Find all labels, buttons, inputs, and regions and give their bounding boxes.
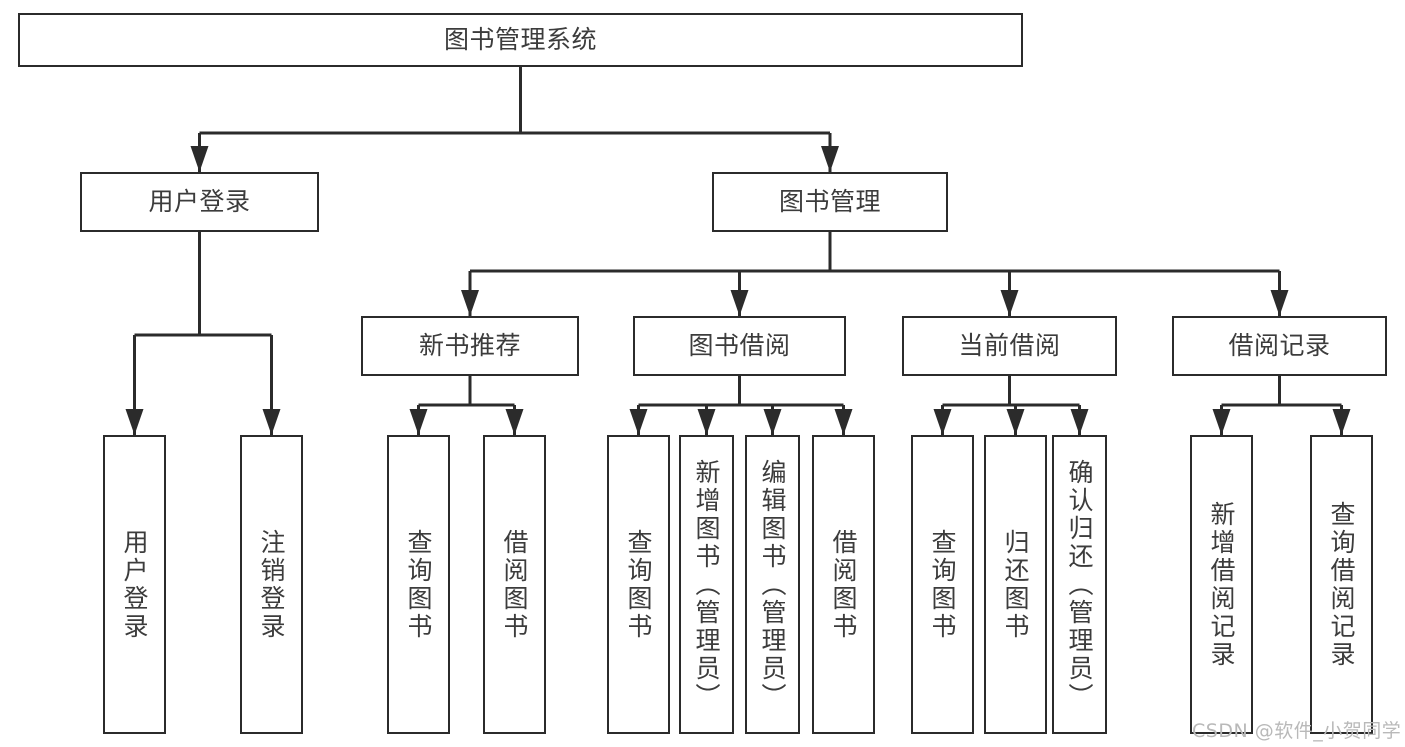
arrowhead-icon [190,146,209,172]
arrowhead-icon [730,290,749,316]
node-bookmgmt[interactable]: 图书管理 [712,172,948,232]
node-label-login: 用户登录 [148,186,251,216]
node-records[interactable]: 借阅记录 [1172,316,1387,376]
arrowhead-icon [629,409,648,435]
node-l-logout[interactable]: 注销登录 [240,435,303,734]
node-l-confirm[interactable]: 确认归还（管理员） [1052,435,1107,734]
node-label-l-confirm: 确认归还（管理员） [1065,458,1094,711]
arrowhead-icon [125,409,144,435]
arrowhead-icon [1212,409,1231,435]
node-label-l-query1: 查询图书 [404,528,433,641]
arrowhead-icon [697,409,716,435]
arrowhead-icon [763,409,782,435]
node-label-l-edit: 编辑图书（管理员） [758,458,787,711]
node-label-l-add: 新增图书（管理员） [692,458,721,711]
node-label-l-query2: 查询图书 [624,528,653,641]
node-label-newbook: 新书推荐 [418,330,521,360]
node-root[interactable]: 图书管理系统 [18,13,1023,67]
node-l-query3[interactable]: 查询图书 [911,435,974,734]
node-l-borrow1[interactable]: 借阅图书 [483,435,546,734]
node-l-return[interactable]: 归还图书 [984,435,1047,734]
node-l-query1[interactable]: 查询图书 [387,435,450,734]
node-l-login[interactable]: 用户登录 [103,435,166,734]
node-borrow[interactable]: 图书借阅 [633,316,846,376]
node-label-l-login: 用户登录 [120,528,149,641]
node-label-root: 图书管理系统 [443,24,597,54]
arrowhead-icon [933,409,952,435]
csdn-watermark: CSDN @软件_小贺同学 [1192,720,1402,742]
node-l-addrec[interactable]: 新增借阅记录 [1190,435,1253,734]
arrowhead-icon [834,409,853,435]
node-label-bookmgmt: 图书管理 [778,186,881,216]
node-label-l-borrow2: 借阅图书 [829,528,858,641]
arrowhead-icon [262,409,281,435]
node-current[interactable]: 当前借阅 [902,316,1117,376]
node-l-borrow2[interactable]: 借阅图书 [812,435,875,734]
node-label-l-return: 归还图书 [1001,528,1030,641]
node-l-queryrec[interactable]: 查询借阅记录 [1310,435,1373,734]
node-l-edit[interactable]: 编辑图书（管理员） [745,435,800,734]
arrowhead-icon [1332,409,1351,435]
node-label-borrow: 图书借阅 [688,330,791,360]
node-label-l-borrow1: 借阅图书 [500,528,529,641]
node-label-records: 借阅记录 [1228,330,1331,360]
arrowhead-icon [505,409,524,435]
node-label-l-logout: 注销登录 [257,528,286,641]
node-label-l-addrec: 新增借阅记录 [1207,500,1236,669]
arrowhead-icon [1006,409,1025,435]
arrowhead-icon [461,290,479,316]
node-label-l-queryrec: 查询借阅记录 [1327,500,1356,669]
arrowhead-icon [1000,290,1019,316]
node-newbook[interactable]: 新书推荐 [361,316,579,376]
node-l-query2[interactable]: 查询图书 [607,435,670,734]
arrowhead-icon [409,409,428,435]
arrowhead-icon [821,146,839,172]
arrowhead-icon [1270,290,1289,316]
arrowhead-icon [1070,409,1089,435]
node-l-add[interactable]: 新增图书（管理员） [679,435,734,734]
node-login[interactable]: 用户登录 [80,172,319,232]
node-label-l-query3: 查询图书 [928,528,957,641]
node-label-current: 当前借阅 [958,330,1061,360]
